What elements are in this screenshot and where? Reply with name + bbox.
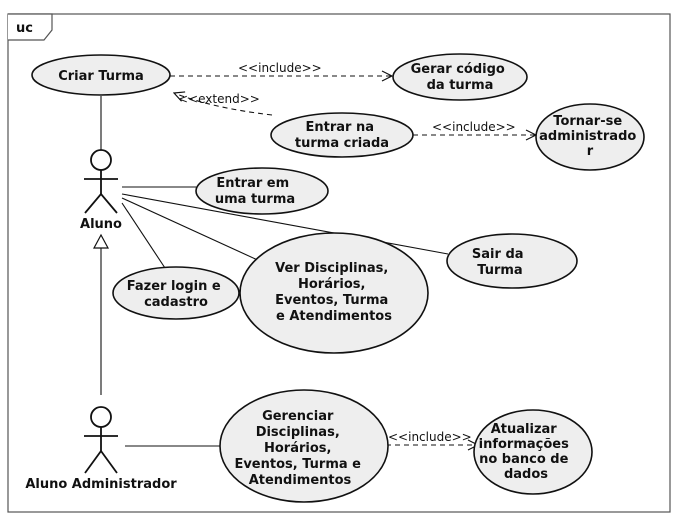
generalization-arrowhead — [92, 233, 110, 249]
extend-label: <<extend>> — [178, 92, 260, 106]
uc-line: Disciplinas, — [256, 425, 340, 440]
svg-text:Fazer login e cadastro: Fazer login e cadastro — [127, 279, 226, 310]
svg-text:Gerar código da turma: Gerar código da turma — [411, 62, 510, 93]
uc-line: Eventos, Turma — [275, 293, 388, 308]
uc-line: Atendimentos — [249, 473, 352, 488]
actor-aluno-legs — [84, 192, 118, 214]
uc-line: Gerar código — [411, 62, 505, 77]
svg-text:Ver Disciplinas, Horário: Ver Disciplinas, Horários, Eventos, Turm… — [275, 261, 393, 324]
use-case-entrar-turma: Entrar em uma turma — [195, 167, 329, 215]
uc-line: Turma — [477, 263, 522, 278]
uc-line: Fazer login e — [127, 279, 221, 294]
actor-aluno-head — [90, 149, 112, 171]
uc-line: informações — [479, 437, 569, 452]
include-label-gerenciar-atualizar: <<include>> — [388, 430, 472, 444]
use-case-atualizar: Atualizar informações no banco de dados — [473, 409, 593, 495]
actor-aluno-label: Aluno — [80, 217, 122, 232]
svg-text:Entrar na turma criada: Entrar na turma criada — [295, 120, 389, 151]
uc-line: Atualizar — [491, 422, 558, 437]
svg-text:Gerenciar Disciplinas,: Gerenciar Disciplinas, Horários, Eventos… — [234, 409, 365, 488]
uc-line: Criar Turma — [58, 69, 144, 84]
uc-line: e Atendimentos — [276, 309, 392, 324]
uc-line: Horários, — [298, 277, 365, 292]
use-case-criar-turma: Criar Turma — [31, 54, 171, 96]
uc-line: Entrar na — [305, 120, 374, 135]
include-label-criar-gerar: <<include>> — [238, 61, 322, 75]
uc-line: dados — [504, 467, 548, 482]
uc-line: da turma — [427, 78, 494, 93]
assoc-aluno-sair-turma — [121, 193, 449, 255]
uc-line: administrado — [539, 129, 636, 144]
uc-line: Eventos, Turma e — [234, 457, 361, 472]
frame-label: uc — [16, 21, 33, 36]
actor-aluno-administrador: Aluno Administrador — [25, 406, 177, 492]
uc-line: Sair da — [472, 247, 524, 262]
uc-line: no banco de — [479, 452, 569, 467]
use-case-ver: Ver Disciplinas, Horários, Eventos, Turm… — [239, 232, 429, 354]
include-label-entrar-criada-tornar: <<include>> — [432, 120, 516, 134]
frame-tab — [8, 13, 53, 41]
svg-text:Sair da Turma: Sair da Turma — [472, 247, 528, 278]
uc-line: Horários, — [264, 441, 331, 456]
actor-admin-head — [90, 406, 112, 428]
uc-line: Tornar-se — [553, 114, 622, 129]
use-case-gerar-codigo: Gerar código da turma — [392, 53, 528, 101]
use-case-login: Fazer login e cadastro — [112, 266, 240, 320]
uc-line: Ver Disciplinas, — [275, 261, 388, 276]
actor-aluno: Aluno — [80, 149, 122, 232]
uc-line: Entrar em — [216, 176, 289, 191]
assoc-aluno-login — [121, 202, 166, 269]
assoc-aluno-ver — [121, 197, 263, 263]
svg-text:Atualizar informações: Atualizar informações no banco de dados — [479, 422, 574, 482]
uc-line: Gerenciar — [262, 409, 334, 424]
uc-line: turma criada — [295, 136, 389, 151]
extend-entrar-criada-criar — [174, 93, 273, 116]
use-case-entrar-turma-criada: Entrar na turma criada — [270, 112, 414, 158]
actor-admin-label: Aluno Administrador — [25, 477, 177, 492]
uc-line: uma turma — [215, 192, 295, 207]
actor-admin-legs — [84, 449, 118, 474]
svg-text:Criar Turma: Criar Turma — [58, 69, 144, 84]
use-case-gerenciar: Gerenciar Disciplinas, Horários, Eventos… — [219, 389, 389, 503]
use-case-tornar-administrador: Tornar-se administrado r — [535, 103, 645, 171]
svg-text:Tornar-se administrado: Tornar-se administrado r — [539, 114, 641, 159]
uc-line: cadastro — [144, 295, 208, 310]
use-case-sair-turma: Sair da Turma — [446, 233, 578, 289]
svg-text:Entrar em uma turma: Entrar em uma turma — [215, 176, 295, 207]
uc-line: r — [587, 144, 594, 159]
